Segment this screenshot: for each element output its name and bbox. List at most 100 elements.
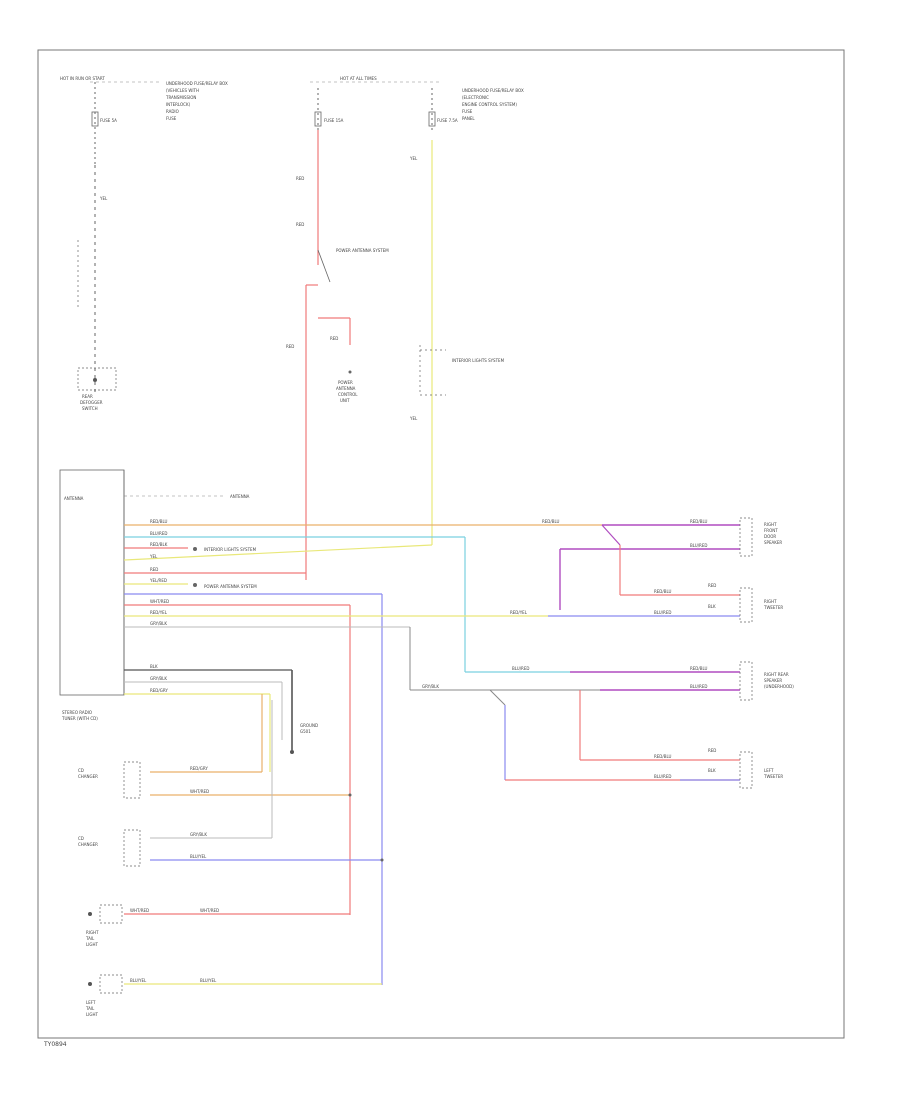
wire-blk-3: BLK	[150, 664, 158, 669]
r-tweeter-l0: RIGHT	[764, 599, 777, 604]
cd-changer-0: CD	[78, 768, 84, 773]
wire-red-5: RED	[150, 567, 158, 572]
fuse-mid-label: FUSE 15A	[324, 118, 344, 123]
wire-gry-blk-1: GRY/BLK	[150, 621, 167, 626]
diagram-frame	[37, 49, 845, 1039]
hot-at-all-label: HOT AT ALL TIMES	[340, 76, 377, 81]
wire-gry-blk-3: GRY/BLK	[150, 676, 167, 681]
cd-changer-1: CHANGER	[78, 774, 98, 779]
wire-blu-yel-2: BLU/YEL	[130, 978, 147, 983]
fuse-left-desc-3: INTERLOCK)	[166, 102, 191, 107]
wire-yel-1: YEL	[409, 156, 418, 161]
stereo-antenna-pin: ANTENNA	[64, 496, 84, 501]
fuse-right-desc-3: FUSE	[462, 109, 473, 114]
wire-red-blu-4: RED/BLU	[654, 589, 672, 594]
cd-changer-connectors: CD CHANGER RED/GRY WHT/RED CD CHANGER GR…	[78, 700, 384, 867]
fuse-left-desc-0: UNDERHOOD FUSE/RELAY BOX	[166, 81, 228, 86]
wire-gry-blk-4: GRY/BLK	[190, 832, 207, 837]
wire-red-blu-2: RED/BLU	[542, 519, 560, 524]
r-tweeter-l1: TWEETER	[763, 605, 783, 610]
wire-red-gry-1: RED/GRY	[150, 688, 168, 693]
wire-red-1: RED	[296, 176, 304, 181]
wire-blu-red-2: BLU/RED	[512, 666, 529, 671]
rear-defrost-2: SWITCH	[82, 406, 98, 411]
right-speaker-wires: RED/BLU BLU/RED RED/BLU BLU/RED RED BLK	[548, 519, 740, 617]
tail-left-2: LIGHT	[86, 1012, 99, 1017]
power-antenna-3: UNIT	[340, 398, 350, 403]
wire-blk-1: BLK	[708, 604, 716, 609]
wire-blu-red-1: BLU/RED	[150, 531, 167, 536]
power-antenna-sys-1: POWER ANTENNA SYSTEM	[204, 584, 257, 589]
wire-label-yel: YEL	[99, 196, 108, 201]
stereo-output-wires: RED/BLU RED/BLU BLU/RED BLU/RED RED/BLK …	[123, 519, 602, 985]
fuse-right-desc-2: ENGINE CONTROL SYSTEM)	[462, 102, 517, 107]
left-front-speaker: RIGHT REAR SPEAKER (UNDERHOOD)	[739, 661, 794, 701]
rf-speaker-l0: RIGHT	[764, 522, 777, 527]
wire-red-2: RED	[296, 222, 304, 227]
wire-red-blu-1: RED/BLU	[150, 519, 168, 524]
tail-right-0: RIGHT	[86, 930, 99, 935]
wire-wht-red-4: WHT/RED	[200, 908, 219, 913]
tail-right-2: LIGHT	[86, 942, 99, 947]
power-antenna-2: CONTROL	[338, 392, 358, 397]
right-front-speaker: RIGHT FRONT DOOR SPEAKER	[739, 517, 782, 557]
fuse-right-desc-1: (ELECTRONIC	[462, 95, 489, 100]
lf-speaker-l0: RIGHT REAR	[764, 672, 789, 677]
tail-left-0: LEFT	[86, 1000, 96, 1005]
wire-wht-red-1: WHT/RED	[150, 599, 169, 604]
rf-speaker-l2: DOOR	[764, 534, 776, 539]
fuse-left-desc-5: FUSE	[166, 116, 177, 121]
antenna-label: ANTENNA	[230, 494, 250, 499]
wire-red-6: RED	[708, 583, 716, 588]
figure-code: TY0894	[44, 1041, 67, 1048]
cd-changer-2: CD	[78, 836, 84, 841]
wire-wht-red-2: WHT/RED	[190, 789, 209, 794]
wire-red-blu-3: RED/BLU	[690, 519, 708, 524]
fuse-right-label: FUSE 7.5A	[437, 118, 458, 123]
fuse-right-desc-4: PANEL	[462, 116, 475, 121]
wire-blu-red-4: BLU/RED	[654, 610, 671, 615]
ground-label-1: G501	[300, 729, 311, 734]
stereo-unit: ANTENNA ANTENNA STEREO RADIO TUNER (WITH…	[59, 469, 250, 721]
wire-blu-red-5: BLU/RED	[690, 684, 707, 689]
wire-yel-red-1: YEL/RED	[149, 578, 167, 583]
wire-blu-red-3: BLU/RED	[690, 543, 707, 548]
wire-blu-yel-3: BLU/YEL	[200, 978, 217, 983]
power-antenna-0: POWER	[338, 380, 353, 385]
left-speaker-wires: RED/BLU BLU/RED RED/BLU BLU/RED RED BLK	[489, 666, 740, 781]
rf-speaker-l1: FRONT	[764, 528, 778, 533]
cd-changer-3: CHANGER	[78, 842, 98, 847]
wire-blk-2: BLK	[708, 768, 716, 773]
tail-left-1: TAIL	[85, 1006, 95, 1011]
wire-red-blu-5: RED/BLU	[690, 666, 708, 671]
fuse-left-desc-2: TRANSMISSION	[165, 95, 196, 100]
l-tweeter-l1: TWEETER	[763, 774, 783, 779]
wire-red-4: RED	[286, 344, 294, 349]
wire-wht-red-3: WHT/RED	[130, 908, 149, 913]
rear-defrost-0: REAR	[82, 394, 93, 399]
stereo-label-1: TUNER (WITH CD)	[61, 716, 98, 721]
interior-lights-0: INTERIOR LIGHTS SYSTEM	[452, 358, 505, 363]
fuse-left-label: FUSE 5A	[100, 118, 117, 123]
fuse-mid-group: HOT AT ALL TIMES FUSE 15A RED RED POWER …	[286, 76, 440, 580]
wire-red-3: RED	[330, 336, 338, 341]
tail-right-1: TAIL	[85, 936, 95, 941]
wire-gry-blk-2: GRY/BLK	[422, 684, 439, 689]
fuse-left-desc-4: RADIO	[166, 109, 179, 114]
tail-lights: WHT/RED WHT/RED RIGHT TAIL LIGHT BLU/YEL…	[85, 904, 382, 1017]
fuse-right-group: FUSE 7.5A UNDERHOOD FUSE/RELAY BOX (ELEC…	[409, 88, 524, 545]
l-tweeter-l0: LEFT	[764, 768, 774, 773]
wire-blu-yel-1: BLU/YEL	[190, 854, 207, 859]
left-tweeter: LEFT TWEETER	[739, 751, 783, 789]
wire-red-gry-2: RED/GRY	[190, 766, 208, 771]
wire-blu-red-6: BLU/RED	[654, 774, 671, 779]
power-antenna-1: ANTENNA	[336, 386, 356, 391]
wire-red-7: RED	[708, 748, 716, 753]
ground-label-0: GROUND	[300, 723, 318, 728]
rear-defrost-1: DEFOGGER	[80, 400, 103, 405]
wire-yel-3: YEL	[149, 554, 158, 559]
interior-lights-1: INTERIOR LIGHTS SYSTEM	[204, 547, 257, 552]
fuse-right-desc-0: UNDERHOOD FUSE/RELAY BOX	[462, 88, 524, 93]
wire-red-yel-1: RED/YEL	[150, 610, 168, 615]
